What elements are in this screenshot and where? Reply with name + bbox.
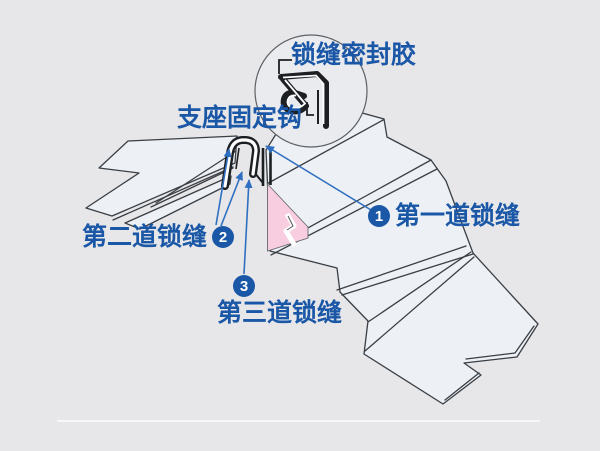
callout-seam2: 第二道锁缝 2 (82, 223, 235, 251)
badge-2: 2 (212, 226, 235, 249)
seam-hook (221, 136, 260, 190)
callout-hook: 支座固定钩 (177, 104, 303, 132)
arrow-seam2-b (220, 171, 243, 227)
callout-seam1: 1 第一道锁缝 (368, 203, 520, 229)
callout-seam2-label: 第二道锁缝 (82, 223, 208, 251)
leader-arrows (215, 145, 372, 275)
right-panel (265, 95, 539, 405)
detail-circle (254, 34, 368, 148)
callout-seam3-label: 第三道锁缝 (217, 299, 343, 327)
arrow-seam2-a (215, 148, 232, 226)
callout-seam1-label: 第一道锁缝 (395, 202, 521, 230)
badge-1: 1 (368, 205, 390, 228)
seam-web-pink (267, 182, 309, 252)
arrow-seam3 (243, 179, 253, 275)
badge-3: 3 (233, 275, 255, 297)
detail-seam-profile (278, 59, 329, 129)
callout-sealant: 锁缝密封胶 (291, 41, 417, 69)
left-panel (85, 135, 238, 230)
arrow-seam1 (265, 145, 372, 211)
